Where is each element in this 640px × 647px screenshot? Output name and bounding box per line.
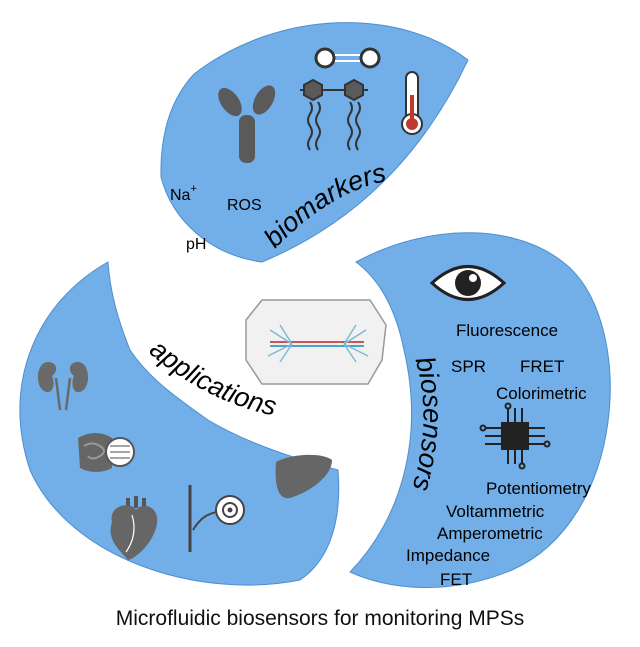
biomarkers-lobe (160, 22, 469, 263)
eye-icon (429, 265, 507, 301)
intestine-icon (78, 433, 135, 472)
sodium-label: Na+ (170, 183, 197, 204)
bone-icon (188, 485, 245, 552)
liver-icon (275, 454, 332, 499)
heart-icon (110, 496, 158, 560)
applications-lobe (19, 261, 340, 586)
ros-label: ROS (227, 197, 262, 214)
amperometric-label: Amperometric (437, 524, 543, 543)
kidney-icon (37, 362, 89, 411)
fluorescence-label: Fluorescence (456, 321, 558, 340)
ph-label: pH (186, 236, 206, 253)
microchip-icon (479, 402, 551, 470)
thermometer-icon (401, 71, 423, 135)
mps-biosensor-diagram: biomarkers applications biosensors Na+ R… (19, 22, 611, 589)
antibody-icon (218, 85, 276, 163)
fet-label: FET (440, 570, 472, 589)
impedance-label: Impedance (406, 546, 490, 565)
colorimetric-label: Colorimetric (496, 384, 587, 403)
voltammetric-label: Voltammetric (446, 502, 545, 521)
potentiometry-label: Potentiometry (486, 479, 591, 498)
lipid-bilayer-icon (300, 78, 368, 151)
oxygen-molecule-icon (314, 47, 381, 69)
organ-on-chip-icon (245, 299, 387, 385)
biosensors-lobe (349, 232, 611, 588)
figure-caption: Microfluidic biosensors for monitoring M… (115, 607, 525, 630)
spr-label: SPR (451, 357, 486, 376)
fret-label: FRET (520, 357, 564, 376)
